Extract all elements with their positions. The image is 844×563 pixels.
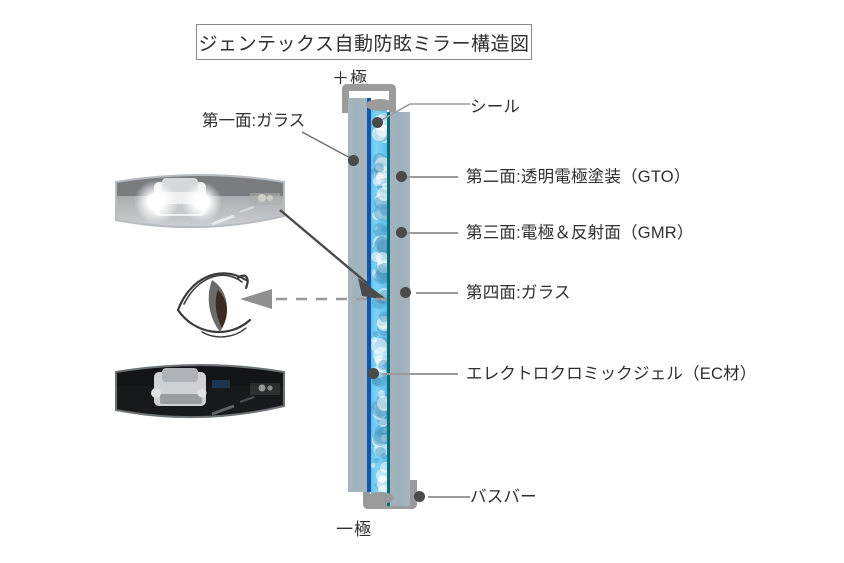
gel-bubble bbox=[371, 267, 383, 279]
ec-gel-leader-line bbox=[382, 373, 458, 375]
gel-bubble bbox=[376, 204, 387, 221]
fourth-surface-leader-line bbox=[416, 292, 458, 294]
gel-bubble bbox=[373, 162, 385, 174]
busbar-anchor-dot bbox=[414, 491, 425, 502]
gel-bubble bbox=[373, 269, 387, 284]
gel-bubble bbox=[375, 171, 384, 180]
glare-ray-arrow-icon bbox=[279, 209, 388, 300]
gel-bubble bbox=[378, 165, 387, 179]
diagram-title-box: ジェンテックス自動防眩ミラー構造図 bbox=[196, 24, 532, 60]
second-surface-leader-line bbox=[404, 176, 458, 178]
gel-bubble bbox=[376, 187, 387, 202]
gel-bubble bbox=[372, 223, 387, 238]
gel-bubble bbox=[371, 251, 382, 263]
busbar-leader-line bbox=[428, 496, 470, 498]
gel-bubble bbox=[371, 463, 376, 468]
gel-bubble bbox=[372, 211, 382, 221]
gel-bubble bbox=[373, 235, 387, 253]
gel-bubble bbox=[372, 347, 387, 364]
gel-bubble bbox=[376, 172, 387, 186]
first-surface-glass-layer bbox=[348, 98, 367, 492]
first-surface-leader-line bbox=[301, 131, 355, 161]
third-surface-gmr-electrode-layer bbox=[387, 112, 391, 506]
gel-bubble bbox=[379, 427, 387, 436]
gel-bubble bbox=[373, 237, 387, 255]
gel-bubble bbox=[375, 446, 386, 458]
busbar-top-bracket bbox=[342, 84, 396, 113]
gel-bubble bbox=[372, 177, 382, 186]
third-surface-anchor-dot bbox=[396, 227, 407, 238]
gel-bubble bbox=[381, 183, 387, 191]
label-third-surface: 第三面:電極＆反射面（GMR） bbox=[466, 224, 694, 242]
third-surface-leader-line bbox=[404, 232, 458, 234]
gel-bubble bbox=[378, 312, 387, 323]
gel-bubble bbox=[377, 288, 387, 301]
label-second-surface: 第二面:透明電極塗装（GTO） bbox=[466, 168, 691, 186]
gel-bubble bbox=[379, 462, 387, 474]
rearview-mirror-dimmed-photo bbox=[112, 356, 288, 428]
gel-bubble bbox=[376, 258, 387, 273]
gel-bubble bbox=[376, 263, 387, 281]
electrochromic-gel-layer bbox=[371, 104, 387, 500]
gel-bubble bbox=[377, 390, 386, 398]
gel-bubble bbox=[378, 359, 387, 371]
gel-bubble bbox=[374, 226, 379, 231]
gel-bubble bbox=[381, 225, 387, 232]
gel-bubble bbox=[374, 204, 387, 222]
gel-bubble bbox=[380, 434, 387, 442]
gel-bubble bbox=[376, 267, 387, 283]
gel-bubble bbox=[376, 316, 387, 330]
label-busbar: バスバー bbox=[470, 488, 537, 506]
fourth-surface-anchor-dot bbox=[400, 287, 411, 298]
label-ec-gel: エレクトロクロミックジェル（EC材） bbox=[466, 365, 757, 383]
gel-bubble bbox=[379, 204, 387, 216]
gel-bubble bbox=[377, 395, 387, 411]
seal-leader-line bbox=[377, 103, 470, 123]
fourth-surface-glass-layer bbox=[390, 112, 410, 506]
gel-bubble bbox=[374, 236, 387, 253]
gel-bubble bbox=[372, 331, 379, 337]
gel-bubble bbox=[373, 428, 387, 445]
seal-top-cap bbox=[366, 99, 394, 111]
negative-pole-label: 一極 bbox=[336, 520, 372, 539]
gel-bubble bbox=[374, 458, 379, 464]
ec-gel-anchor-dot bbox=[368, 368, 379, 379]
gel-bubble bbox=[380, 452, 387, 459]
gel-bubble bbox=[376, 468, 387, 482]
gel-bubble bbox=[376, 476, 387, 492]
gel-bubble bbox=[371, 336, 378, 343]
seal-anchor-dot bbox=[372, 117, 383, 128]
first-surface-anchor-dot bbox=[348, 155, 359, 166]
diagram-title: ジェンテックス自動防眩ミラー構造図 bbox=[198, 33, 530, 55]
rearview-mirror-undimmed-photo bbox=[112, 166, 288, 238]
gel-bubble bbox=[382, 428, 387, 433]
gel-bubble bbox=[378, 418, 387, 427]
gel-bubble bbox=[374, 157, 387, 172]
gel-bubble bbox=[371, 377, 381, 387]
seal-bottom-cap bbox=[366, 492, 394, 504]
label-seal: シール bbox=[470, 98, 521, 116]
second-surface-anchor-dot bbox=[396, 171, 407, 182]
gel-bubble bbox=[375, 123, 387, 137]
gel-bubble bbox=[377, 239, 387, 254]
dimmed-light-arrow-icon bbox=[240, 289, 396, 309]
gel-bubble bbox=[371, 378, 378, 385]
eye-icon bbox=[172, 258, 284, 342]
label-fourth-surface: 第四面:ガラス bbox=[466, 284, 571, 302]
label-first-surface: 第一面:ガラス bbox=[202, 112, 306, 130]
positive-pole-label: ＋極 bbox=[332, 69, 368, 88]
